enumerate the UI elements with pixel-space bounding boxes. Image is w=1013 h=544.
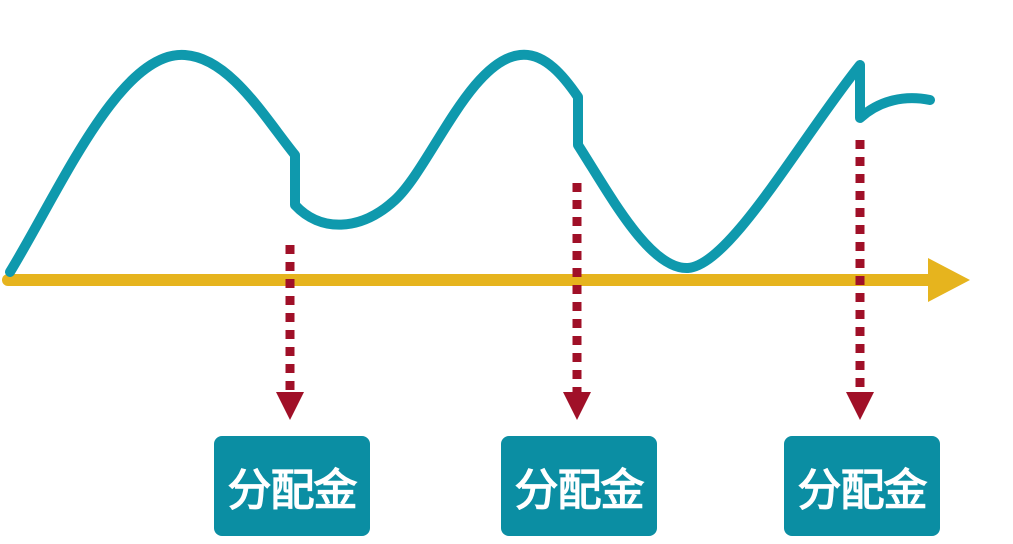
dotted-arrow-2	[563, 183, 591, 420]
distribution-label-3-text: 分配金	[797, 465, 928, 516]
price-curve	[5, 49, 935, 277]
distribution-label-2-text: 分配金	[514, 465, 645, 516]
distribution-label-2: 分配金	[501, 436, 657, 536]
distribution-label-1-text: 分配金	[227, 465, 358, 516]
dotted-arrow-1	[276, 245, 304, 420]
dotted-arrow-3	[846, 140, 874, 420]
distribution-label-1: 分配金	[214, 436, 370, 536]
distribution-label-3: 分配金	[784, 436, 940, 536]
time-axis-arrowhead	[928, 258, 970, 302]
